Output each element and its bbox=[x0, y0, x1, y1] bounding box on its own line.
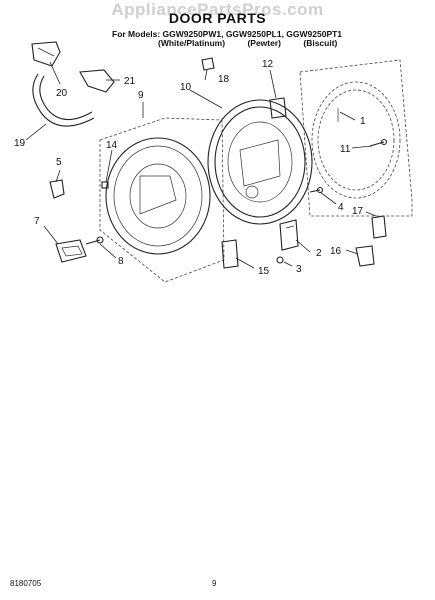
callout-5: 5 bbox=[56, 157, 62, 168]
callout-14: 14 bbox=[106, 140, 118, 151]
page-title: DOOR PARTS bbox=[168, 10, 267, 26]
model-variants: (White/Platinum) (Pewter) (Biscuit) bbox=[158, 38, 357, 48]
callout-12: 12 bbox=[262, 59, 274, 70]
inner-door-ring bbox=[207, 99, 313, 225]
part-14-clip bbox=[101, 181, 109, 189]
callout-9: 9 bbox=[138, 90, 144, 101]
part-11-screw bbox=[369, 138, 388, 147]
callout-16: 16 bbox=[330, 246, 342, 257]
part-20-handle-cap bbox=[31, 41, 61, 67]
cabinet-front-panel bbox=[299, 59, 413, 217]
variant-white-platinum: (White/Platinum) bbox=[158, 38, 226, 48]
callout-4: 4 bbox=[338, 202, 344, 213]
page-number: 9 bbox=[212, 579, 217, 588]
part-5-latch-strike bbox=[49, 179, 65, 199]
part-17-strike-bracket bbox=[371, 215, 387, 239]
callout-17: 17 bbox=[352, 206, 364, 217]
part-3-screw bbox=[276, 256, 284, 264]
part-21-handle-insert bbox=[79, 69, 115, 93]
watermark: AppliancePartsPros.com bbox=[111, 0, 324, 19]
callout-15: 15 bbox=[258, 266, 270, 277]
callout-11: 11 bbox=[340, 144, 351, 155]
callout-19: 19 bbox=[14, 138, 26, 149]
callout-10: 10 bbox=[180, 82, 192, 93]
part-15-door-catch bbox=[221, 239, 239, 269]
callout-8: 8 bbox=[118, 256, 124, 267]
part-12-hinge-bracket bbox=[269, 97, 287, 119]
part-18-bumper bbox=[201, 57, 215, 71]
variant-biscuit: (Biscuit) bbox=[303, 38, 338, 48]
callout-2: 2 bbox=[316, 248, 322, 259]
callout-1: 1 bbox=[360, 116, 366, 127]
part-16-strike bbox=[355, 245, 375, 267]
part-19-handle-strap bbox=[32, 73, 95, 127]
callout-21: 21 bbox=[124, 76, 136, 87]
variant-pewter: (Pewter) bbox=[247, 38, 281, 48]
leader-lines bbox=[25, 61, 377, 269]
models-line: For Models: GGW9250PW1, GGW9250PL1, GGW9… bbox=[112, 29, 343, 39]
part-4-screw bbox=[309, 186, 324, 194]
document-number: 8180705 bbox=[10, 579, 42, 588]
callout-labels: 1 2 3 4 5 7 8 9 10 11 12 14 15 16 17 18 … bbox=[14, 59, 366, 277]
part-2-hinge bbox=[279, 219, 299, 251]
outer-door-panel bbox=[99, 117, 225, 283]
callout-20: 20 bbox=[56, 88, 68, 99]
callout-18: 18 bbox=[218, 74, 230, 85]
part-7-handle-base bbox=[55, 239, 87, 263]
part-8-screw bbox=[85, 236, 104, 245]
callout-3: 3 bbox=[296, 264, 302, 275]
callout-7: 7 bbox=[34, 216, 40, 227]
